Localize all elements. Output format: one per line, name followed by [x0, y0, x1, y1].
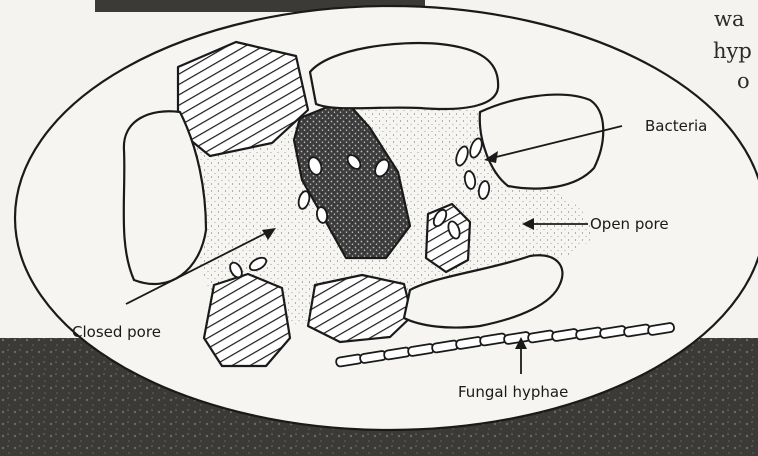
aggregate-right: [480, 95, 603, 189]
label-open-pore: Open pore: [590, 215, 669, 233]
label-bacteria: Bacteria: [645, 117, 707, 135]
mineral-particle-bottom-left: [204, 274, 290, 366]
label-closed-pore: Closed pore: [72, 323, 161, 341]
mineral-particle-center: [426, 204, 470, 272]
page-text-line1: wa: [714, 7, 745, 31]
label-fungal-hyphae: Fungal hyphae: [458, 383, 568, 401]
mineral-particle-bottom-center: [308, 275, 412, 342]
page-text-line2: hyp: [713, 39, 752, 63]
page-text-line3: o: [737, 69, 750, 93]
